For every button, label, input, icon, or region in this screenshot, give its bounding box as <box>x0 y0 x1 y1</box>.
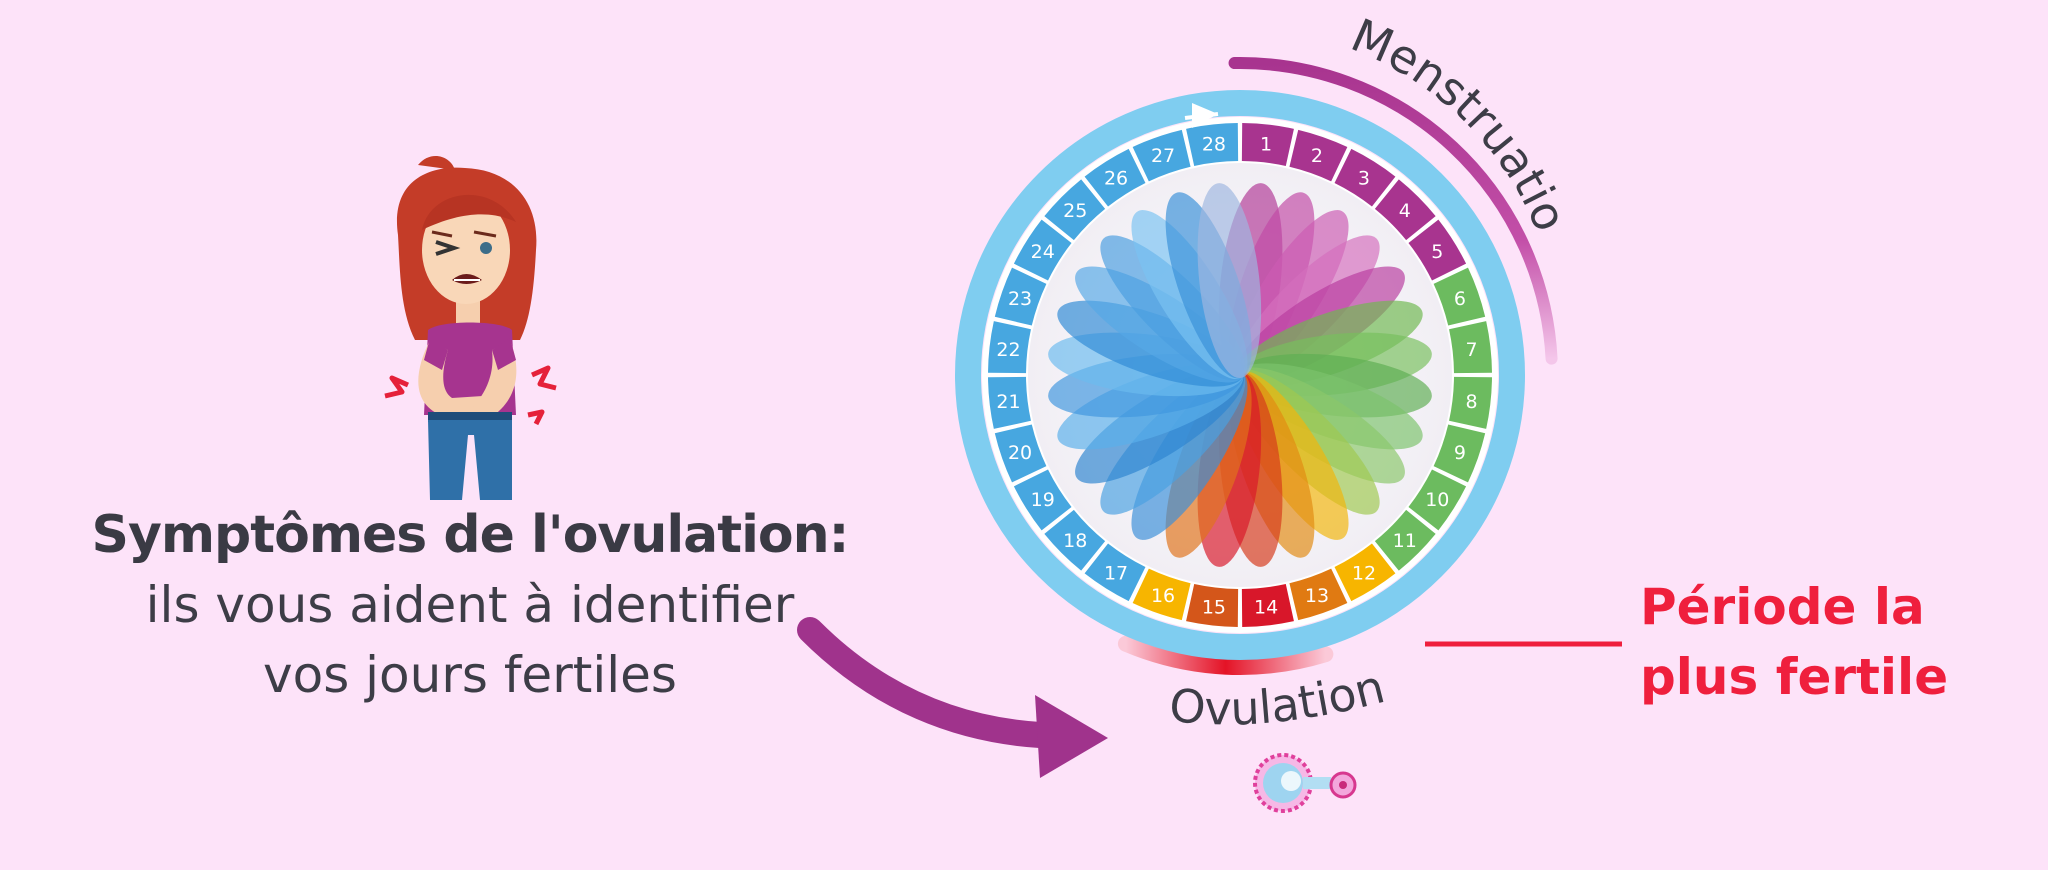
symptoms-title: Symptômes de l'ovulation: <box>91 505 850 565</box>
woman-cramps-icon <box>384 155 557 500</box>
fertile-label-line-2: plus fertile <box>1640 648 1949 706</box>
fertile-label-line-1: Période la <box>1640 578 1925 636</box>
day-number-14: 14 <box>1254 597 1278 619</box>
day-number-21: 21 <box>996 391 1020 413</box>
day-segment-5 <box>1408 219 1467 281</box>
symptoms-line-1: ils vous aident à identifier <box>145 576 795 634</box>
day-segment-7 <box>1449 321 1492 374</box>
day-segment-22 <box>988 321 1031 374</box>
day-segment-21 <box>988 376 1031 429</box>
day-number-5: 5 <box>1431 241 1443 263</box>
day-number-26: 26 <box>1104 168 1128 190</box>
day-number-11: 11 <box>1393 530 1417 552</box>
day-segment-27 <box>1132 129 1191 182</box>
day-number-27: 27 <box>1151 145 1175 167</box>
day-number-28: 28 <box>1202 133 1226 155</box>
cycle-flower <box>1048 183 1432 567</box>
cycle-direction-arrow-icon <box>1184 103 1219 128</box>
day-number-12: 12 <box>1352 562 1376 584</box>
day-number-6: 6 <box>1454 288 1466 310</box>
day-number-22: 22 <box>996 339 1020 361</box>
day-segment-8 <box>1449 376 1492 429</box>
day-number-15: 15 <box>1202 597 1226 619</box>
day-segment-17 <box>1084 543 1146 602</box>
day-number-4: 4 <box>1399 200 1411 222</box>
day-number-19: 19 <box>1031 489 1055 511</box>
day-segment-4 <box>1374 179 1436 241</box>
symptoms-line-2: vos jours fertiles <box>263 646 677 704</box>
day-segment-20 <box>994 424 1047 483</box>
day-number-20: 20 <box>1008 442 1032 464</box>
day-number-24: 24 <box>1031 241 1055 263</box>
day-number-7: 7 <box>1465 339 1477 361</box>
day-number-1: 1 <box>1260 133 1272 155</box>
day-segment-3 <box>1334 148 1396 207</box>
day-segment-18 <box>1044 509 1106 571</box>
curved-arrow-icon <box>797 617 1108 778</box>
day-number-8: 8 <box>1465 391 1477 413</box>
day-segment-2 <box>1289 129 1348 182</box>
fertile-period-label: Période la plus fertile <box>1640 572 2020 712</box>
day-segment-25 <box>1044 179 1106 241</box>
day-number-18: 18 <box>1063 530 1087 552</box>
day-segment-28 <box>1186 123 1239 166</box>
day-segment-15 <box>1186 584 1239 627</box>
day-number-3: 3 <box>1358 168 1370 190</box>
day-segment-24 <box>1013 219 1072 281</box>
day-segment-11 <box>1374 509 1436 571</box>
day-number-2: 2 <box>1311 145 1323 167</box>
day-segment-16 <box>1132 568 1191 621</box>
day-segment-26 <box>1084 148 1146 207</box>
day-segment-1 <box>1241 123 1294 166</box>
day-segment-14 <box>1241 584 1294 627</box>
day-number-9: 9 <box>1454 442 1466 464</box>
symptoms-text-block: Symptômes de l'ovulation: ils vous aiden… <box>60 500 880 710</box>
day-number-16: 16 <box>1151 585 1175 607</box>
day-number-13: 13 <box>1305 585 1329 607</box>
day-segment-9 <box>1433 424 1486 483</box>
day-segment-6 <box>1433 267 1486 326</box>
day-segment-19 <box>1013 469 1072 531</box>
ovum-icon <box>1253 753 1357 813</box>
day-numbers: 1234567891011121314151617181920212223242… <box>996 133 1477 618</box>
day-number-10: 10 <box>1425 489 1449 511</box>
day-number-23: 23 <box>1008 288 1032 310</box>
menstruation-arc <box>1228 57 1558 365</box>
day-number-25: 25 <box>1063 200 1087 222</box>
day-segment-10 <box>1408 469 1467 531</box>
day-segment-12 <box>1334 543 1396 602</box>
cycle-segments <box>988 123 1492 627</box>
ovulation-arc <box>1117 635 1334 675</box>
day-segment-13 <box>1289 568 1348 621</box>
day-number-17: 17 <box>1104 562 1128 584</box>
flower-petal-28 <box>1197 183 1262 379</box>
outer-ring <box>955 90 1525 660</box>
day-segment-23 <box>994 267 1047 326</box>
